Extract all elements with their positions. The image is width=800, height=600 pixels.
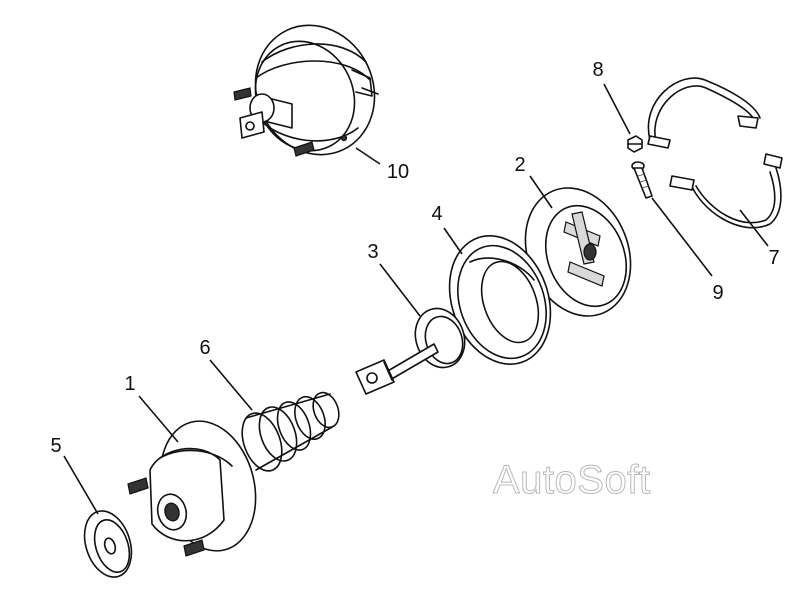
leader-6 xyxy=(209,359,253,411)
part-4-diaphragm xyxy=(448,235,552,365)
part-6-return-spring xyxy=(241,391,340,472)
leader-9 xyxy=(651,197,713,277)
callout-7: 7 xyxy=(768,247,780,269)
callout-2: 2 xyxy=(514,154,526,176)
part-8-nut xyxy=(627,135,643,153)
callout-4: 4 xyxy=(431,203,443,225)
part-1-front-housing-shell xyxy=(127,420,257,557)
callout-3: 3 xyxy=(367,241,379,263)
part-3-pushrod-plate xyxy=(355,307,466,395)
leader-3 xyxy=(379,263,421,317)
leader-5 xyxy=(63,455,99,515)
watermark-text: AutoSoft xyxy=(492,458,651,503)
callout-6: 6 xyxy=(199,337,211,359)
callout-1: 1 xyxy=(124,373,136,395)
callout-5: 5 xyxy=(50,435,62,457)
leader-1 xyxy=(138,395,179,443)
leader-lines xyxy=(63,83,769,515)
part-5-seal-washer xyxy=(83,510,133,578)
leader-8 xyxy=(603,83,631,135)
part-9-bolt xyxy=(631,161,653,199)
callout-8: 8 xyxy=(592,59,604,81)
part-7-clamp-band-upper xyxy=(647,77,761,149)
leader-7 xyxy=(739,209,769,247)
part-7-clamp-band-lower xyxy=(669,153,783,229)
leader-4 xyxy=(443,227,463,255)
callout-10: 10 xyxy=(386,161,410,183)
callout-9: 9 xyxy=(712,282,724,304)
part-10-brake-booster-assembly xyxy=(233,24,379,157)
leader-10 xyxy=(355,147,381,165)
leader-2 xyxy=(529,175,553,209)
